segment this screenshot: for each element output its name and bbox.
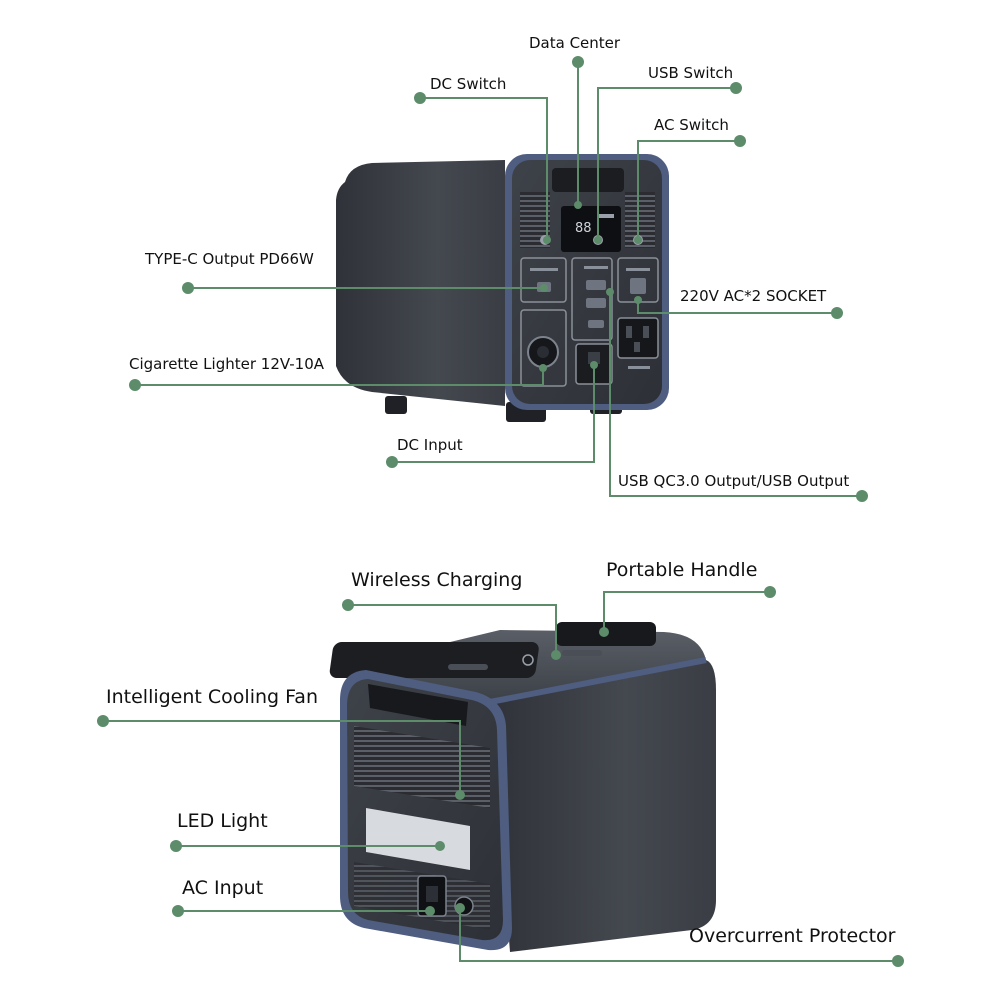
leader-dot-dc-switch-label bbox=[414, 92, 426, 104]
leader-dot-usb-switch-label bbox=[730, 82, 742, 94]
rear-unit bbox=[329, 622, 716, 952]
leader-dot-type-c-target bbox=[540, 284, 548, 292]
front-unit: 88 bbox=[336, 154, 669, 422]
display-digits: 88 bbox=[575, 221, 592, 236]
leader-dot-ac-socket-label bbox=[831, 307, 843, 319]
front-handle bbox=[552, 168, 624, 192]
ac-socket-pin-left bbox=[626, 326, 632, 338]
ac-input-port-core bbox=[426, 886, 438, 902]
led-light-panel bbox=[366, 808, 470, 870]
label-led: LED Light bbox=[177, 810, 268, 832]
label-usb-switch: USB Switch bbox=[648, 64, 734, 82]
label-cigarette: Cigarette Lighter 12V-10A bbox=[129, 355, 325, 373]
wireless-pad-mark-left bbox=[448, 664, 488, 670]
display-bar bbox=[598, 214, 614, 218]
rear-unit-side bbox=[490, 660, 716, 952]
leader-dot-led-target bbox=[435, 841, 445, 851]
leader-ac-switch bbox=[637, 140, 740, 240]
leader-dot-dc-switch-target bbox=[543, 236, 551, 244]
leader-dot-data-center-label bbox=[572, 56, 584, 68]
label-dc-input: DC Input bbox=[397, 436, 463, 454]
leader-usb-switch bbox=[597, 87, 736, 240]
leader-dot-dc-input-label bbox=[386, 456, 398, 468]
rear-top-edge bbox=[489, 657, 707, 705]
label-ac-input: AC Input bbox=[182, 877, 264, 899]
leader-wireless bbox=[348, 604, 557, 655]
leader-dot-overcurrent-label bbox=[892, 955, 904, 967]
dc-input-port-core bbox=[588, 352, 600, 364]
leader-dot-led-label bbox=[170, 840, 182, 852]
usb-port-2 bbox=[586, 298, 606, 308]
ac-indicator bbox=[630, 278, 646, 294]
leader-cigarette bbox=[135, 368, 544, 386]
usb-panel bbox=[571, 257, 613, 341]
leader-dot-fan-label bbox=[97, 715, 109, 727]
front-foot-left bbox=[385, 396, 407, 414]
leader-dot-overcurrent-target bbox=[455, 903, 465, 913]
wireless-charge-icon bbox=[522, 654, 534, 666]
leader-dot-handle-target bbox=[599, 627, 609, 637]
leader-usb-output bbox=[609, 292, 862, 497]
leader-dot-ac-input-target bbox=[425, 906, 435, 916]
cigarette-socket-core bbox=[537, 346, 549, 358]
rear-back-handle bbox=[368, 684, 468, 726]
label-overcurrent: Overcurrent Protector bbox=[689, 925, 896, 947]
label-wireless: Wireless Charging bbox=[351, 569, 523, 591]
leader-dot-ac-switch-target bbox=[634, 236, 642, 244]
wireless-pad-mark-right bbox=[562, 650, 602, 656]
label-data-center: Data Center bbox=[529, 34, 621, 52]
leader-dot-wireless-target bbox=[551, 650, 561, 660]
leader-dot-usb-output-target bbox=[606, 288, 614, 296]
leader-dot-ac-switch-label bbox=[734, 135, 746, 147]
leader-ac-socket bbox=[637, 300, 837, 314]
usb-panel-label bbox=[584, 266, 608, 269]
leader-dc-switch bbox=[420, 97, 548, 240]
label-type-c: TYPE-C Output PD66W bbox=[145, 250, 314, 268]
usb-port-1 bbox=[586, 280, 606, 290]
label-fan: Intelligent Cooling Fan bbox=[106, 686, 318, 708]
leader-fan bbox=[103, 720, 461, 795]
leader-dot-usb-output-label bbox=[856, 490, 868, 502]
leader-handle bbox=[603, 591, 770, 632]
type-c-port-center bbox=[588, 320, 604, 328]
leader-dot-cigarette-label bbox=[129, 379, 141, 391]
label-ac-socket: 220V AC*2 SOCKET bbox=[680, 287, 827, 305]
ac-out-label bbox=[628, 366, 650, 369]
ac-socket-pin-ground bbox=[634, 342, 640, 352]
label-handle: Portable Handle bbox=[606, 559, 758, 581]
leader-dot-ac-socket-target bbox=[634, 296, 642, 304]
front-unit-side bbox=[336, 160, 505, 406]
leader-lines bbox=[97, 56, 904, 967]
leader-dot-fan-target bbox=[455, 790, 465, 800]
ac-socket-pin-right bbox=[643, 326, 649, 338]
leader-dot-data-center-target bbox=[574, 201, 582, 209]
leader-overcurrent bbox=[459, 908, 898, 962]
dc-panel bbox=[520, 257, 567, 303]
dc-panel-label bbox=[530, 268, 558, 271]
label-dc-switch: DC Switch bbox=[430, 75, 507, 93]
ac-panel-label bbox=[626, 268, 650, 271]
leader-dot-usb-switch-target bbox=[594, 236, 602, 244]
leader-dot-handle-label bbox=[764, 586, 776, 598]
leader-dot-type-c-label bbox=[182, 282, 194, 294]
leader-dot-wireless-label bbox=[342, 599, 354, 611]
leader-dc-input bbox=[392, 365, 595, 463]
leader-dot-dc-input-target bbox=[590, 361, 598, 369]
label-usb-output: USB QC3.0 Output/USB Output bbox=[618, 472, 850, 490]
label-ac-switch: AC Switch bbox=[654, 116, 729, 134]
cooling-fan-vent bbox=[354, 726, 490, 808]
leader-dot-cigarette-target bbox=[539, 364, 547, 372]
leader-dot-ac-input-label bbox=[172, 905, 184, 917]
